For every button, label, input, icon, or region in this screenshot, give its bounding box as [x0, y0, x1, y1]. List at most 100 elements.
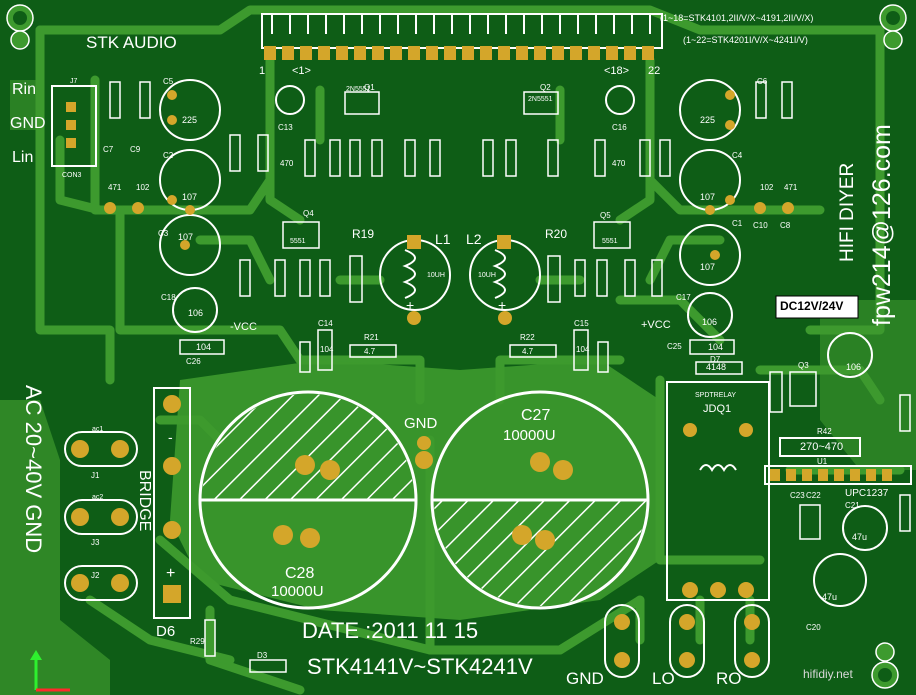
c21-label: C21: [845, 501, 860, 510]
l1-ref: L1: [435, 231, 451, 247]
svg-text:106: 106: [188, 308, 203, 318]
ac2-label: ac2: [92, 494, 104, 501]
r42-label: R42: [817, 427, 832, 436]
c4-label: C4: [732, 151, 743, 160]
u1-label: U1: [817, 457, 828, 466]
c28-ref: C28: [285, 565, 315, 582]
svg-text:106: 106: [846, 362, 861, 372]
c28-value: 10000U: [271, 583, 324, 600]
q5-type: 5551: [602, 238, 618, 245]
cap-470-left: 470: [280, 159, 294, 168]
j7-label: J7: [70, 78, 78, 85]
r42-value: 270~470: [800, 441, 844, 453]
ac-terminals: [64, 431, 138, 601]
c26-label: C26: [186, 357, 201, 366]
svg-text:225: 225: [700, 115, 715, 125]
d7-label: D7: [710, 355, 721, 364]
l2-ref: L2: [466, 231, 482, 247]
q1-type: 2N5551: [346, 86, 371, 93]
c25-label: C25: [667, 342, 682, 351]
output-ro: RO: [716, 669, 742, 688]
upc1237-label: UPC1237: [845, 488, 889, 499]
cap-102-left: 102: [136, 183, 150, 192]
brand-label: HIFI DIYER: [837, 162, 858, 262]
c3-label: C3: [158, 229, 169, 238]
d3-label: D3: [257, 651, 268, 660]
mounting-holes: [6, 4, 907, 689]
d6-label: D6: [156, 623, 176, 640]
c20-label: C20: [806, 623, 821, 632]
j2-label: J2: [91, 571, 100, 580]
c16-label: C16: [612, 123, 627, 132]
c8-label: C8: [780, 221, 791, 230]
inductors: [379, 235, 541, 325]
ac-label: AC 20~40V GND: [21, 385, 46, 554]
j3-label: J3: [91, 538, 100, 547]
upc1237: [764, 437, 912, 485]
input-gnd: GND: [10, 115, 46, 132]
relay-label: SPDTRELAY: [695, 392, 737, 399]
q2-type: 2N5551: [528, 96, 553, 103]
model-label: STK4141V~STK4241V: [307, 654, 533, 679]
svg-text:107: 107: [182, 192, 197, 202]
plus-vcc-label: +VCC: [641, 319, 671, 331]
input-connector: [51, 85, 97, 167]
r22-value: 4.7: [522, 347, 534, 356]
c1-label: C1: [732, 219, 743, 228]
bridge-plus: +: [166, 565, 176, 582]
svg-text:225: 225: [182, 115, 197, 125]
ac1-label: ac1: [92, 426, 104, 433]
pin-18-bracket: <18>: [604, 65, 630, 77]
svg-text:107: 107: [700, 192, 715, 202]
input-rin: Rin: [12, 81, 37, 98]
r19-label: R19: [352, 227, 375, 241]
q1-label: Q1: [364, 83, 375, 92]
pin-22-label: 22: [648, 65, 661, 77]
c22-label: C22: [806, 491, 821, 500]
power-note: DC12V/24V: [780, 299, 844, 313]
l1-value: 10UH: [427, 272, 445, 279]
input-lin: Lin: [12, 149, 34, 166]
date-label: DATE :2011 11 15: [302, 618, 479, 643]
svg-text:107: 107: [700, 262, 715, 272]
power-box: [775, 295, 859, 319]
ceramic-caps: [179, 329, 821, 540]
svg-text:107: 107: [178, 232, 193, 242]
pin-1-bracket: <1>: [292, 65, 311, 77]
output-gnd: GND: [566, 669, 604, 688]
cap-471-left: 471: [108, 183, 122, 192]
c13-label: C13: [278, 123, 293, 132]
filter-capacitors: [198, 390, 650, 610]
cap-102-right: 102: [760, 183, 774, 192]
svg-text:104: 104: [196, 342, 211, 352]
cap-104-c15: 104: [576, 345, 590, 354]
r21-label: R21: [364, 333, 379, 342]
c6-label: C6: [757, 77, 768, 86]
watermark: hifidiy.net: [803, 667, 853, 681]
axis-marker: [30, 650, 70, 692]
jdq1-label: JDQ1: [703, 403, 732, 415]
c23-label: C23: [790, 491, 805, 500]
q2-label: Q2: [540, 83, 551, 92]
j1-label: J1: [91, 471, 100, 480]
q5-label: Q5: [600, 211, 611, 220]
chip-note-2: (1~22=STK4201I/V/X~4241I/V): [683, 35, 808, 45]
relay: [666, 381, 770, 601]
silk-values: 225 107 107 225 107 107 104 104 106 106 …: [178, 115, 867, 602]
c5-label: C5: [163, 77, 174, 86]
r20-label: R20: [545, 227, 568, 241]
con3-label: CON3: [62, 172, 82, 179]
cap-471-right: 471: [784, 183, 798, 192]
bridge-label: BRIDGE: [136, 470, 153, 532]
c2-label: C2: [163, 151, 174, 160]
cap-104-c14: 104: [320, 345, 334, 354]
cap-pads: [104, 90, 794, 260]
r29-label: R29: [190, 637, 205, 646]
bridge-rectifier: [153, 387, 191, 619]
gnd-center-label: GND: [404, 415, 438, 432]
minus-vcc-label: -VCC: [230, 321, 257, 333]
c9-label: C9: [130, 145, 141, 154]
r21-value: 4.7: [364, 347, 376, 356]
transistors: [282, 91, 817, 407]
